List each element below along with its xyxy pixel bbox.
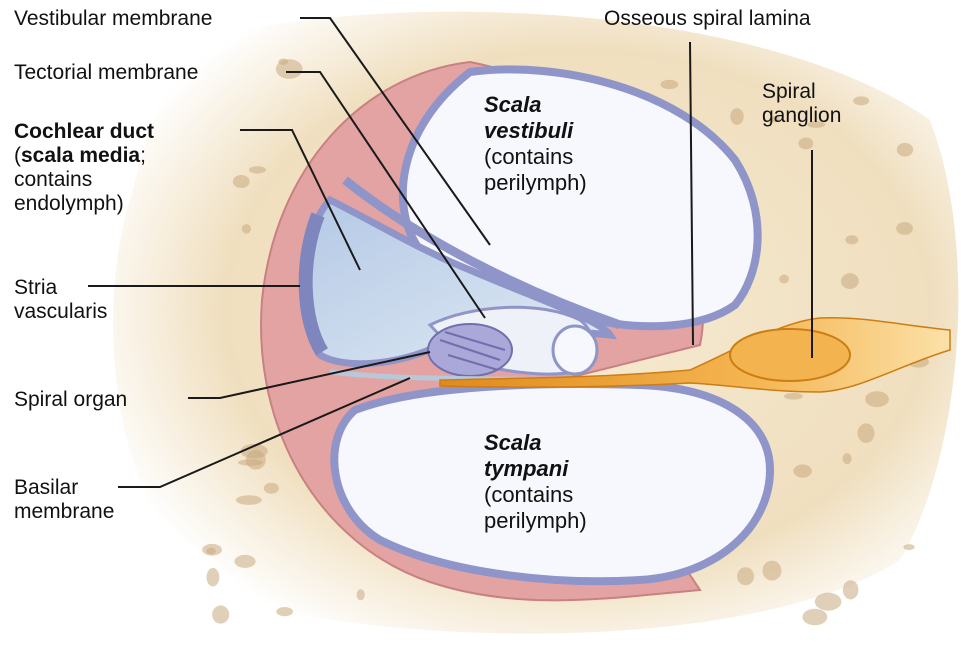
- bone-pore: [903, 544, 914, 550]
- tectorial-membrane-tip: [553, 326, 597, 374]
- bone-pore: [276, 607, 293, 616]
- bone-pore: [784, 393, 803, 400]
- label-basilar-membrane: Basilar membrane: [14, 476, 114, 524]
- cochlear-duct-semicolon: ;: [140, 144, 146, 167]
- stria-line1: Stria: [14, 276, 107, 300]
- bone-pore: [843, 453, 852, 464]
- bone-pore: [857, 423, 874, 443]
- cochlear-duct-title: Cochlear duct: [14, 120, 154, 143]
- scala-tympani-line4: perilymph): [484, 508, 587, 534]
- bone-pore: [865, 391, 889, 407]
- label-vestibular-membrane: Vestibular membrane: [14, 7, 212, 31]
- spiral-ganglion-body: [730, 329, 850, 381]
- ganglion-line2: ganglion: [762, 104, 841, 128]
- basilar-line2: membrane: [14, 500, 114, 524]
- bone-pore: [207, 568, 220, 586]
- scala-vestibuli-line4: perilymph): [484, 170, 587, 196]
- scala-tympani-line2: tympani: [484, 456, 587, 482]
- label-tectorial-membrane: Tectorial membrane: [14, 61, 198, 85]
- bone-pore: [737, 567, 754, 585]
- scala-vestibuli-line2: vestibuli: [484, 118, 587, 144]
- bone-pore: [233, 175, 250, 188]
- bone-pore: [234, 555, 255, 568]
- bone-pore: [249, 166, 266, 173]
- ganglion-line1: Spiral: [762, 80, 841, 104]
- label-osseous-spiral-lamina: Osseous spiral lamina: [604, 7, 811, 31]
- bone-pore: [841, 273, 859, 289]
- bone-pore: [763, 561, 782, 581]
- basilar-line1: Basilar: [14, 476, 114, 500]
- cochlear-duct-line4: endolymph): [14, 192, 154, 216]
- bone-pore: [264, 483, 279, 494]
- bone-pore: [897, 143, 913, 157]
- cochlear-duct-line3: contains: [14, 168, 154, 192]
- bone-pore: [236, 495, 262, 505]
- bone-pore: [793, 464, 812, 477]
- label-scala-vestibuli: Scala vestibuli (contains perilymph): [484, 92, 587, 196]
- label-stria-vascularis: Stria vascularis: [14, 276, 107, 324]
- bone-pore: [845, 235, 858, 244]
- label-spiral-ganglion: Spiral ganglion: [762, 80, 841, 128]
- bone-pore: [730, 108, 743, 125]
- label-cochlear-duct: Cochlear duct (scala media; contains end…: [14, 120, 154, 216]
- bone-pore: [802, 609, 827, 626]
- spiral-organ-cells: [428, 324, 512, 376]
- label-scala-tympani: Scala tympani (contains perilymph): [484, 430, 587, 534]
- bone-pore: [896, 222, 913, 235]
- scala-media-term: scala media: [21, 144, 140, 167]
- bone-pore: [853, 96, 869, 105]
- scala-tympani-line1: Scala: [484, 430, 587, 456]
- scala-tympani-line3: (contains: [484, 482, 587, 508]
- bone-pore: [843, 580, 859, 599]
- bone-pore: [815, 593, 842, 611]
- scala-vestibuli-line3: (contains: [484, 144, 587, 170]
- stria-line2: vascularis: [14, 300, 107, 324]
- label-spiral-organ: Spiral organ: [14, 388, 127, 412]
- bone-pore: [779, 275, 789, 284]
- bone-pore: [357, 589, 365, 600]
- bone-pore: [798, 138, 813, 150]
- bone-pore: [242, 224, 251, 234]
- bone-pore: [660, 80, 678, 89]
- bone-pore: [212, 605, 229, 623]
- scala-vestibuli-line1: Scala: [484, 92, 587, 118]
- cochlear-duct-paren: (: [14, 144, 21, 167]
- bone-pore: [206, 548, 216, 555]
- bone-pore: [278, 59, 288, 65]
